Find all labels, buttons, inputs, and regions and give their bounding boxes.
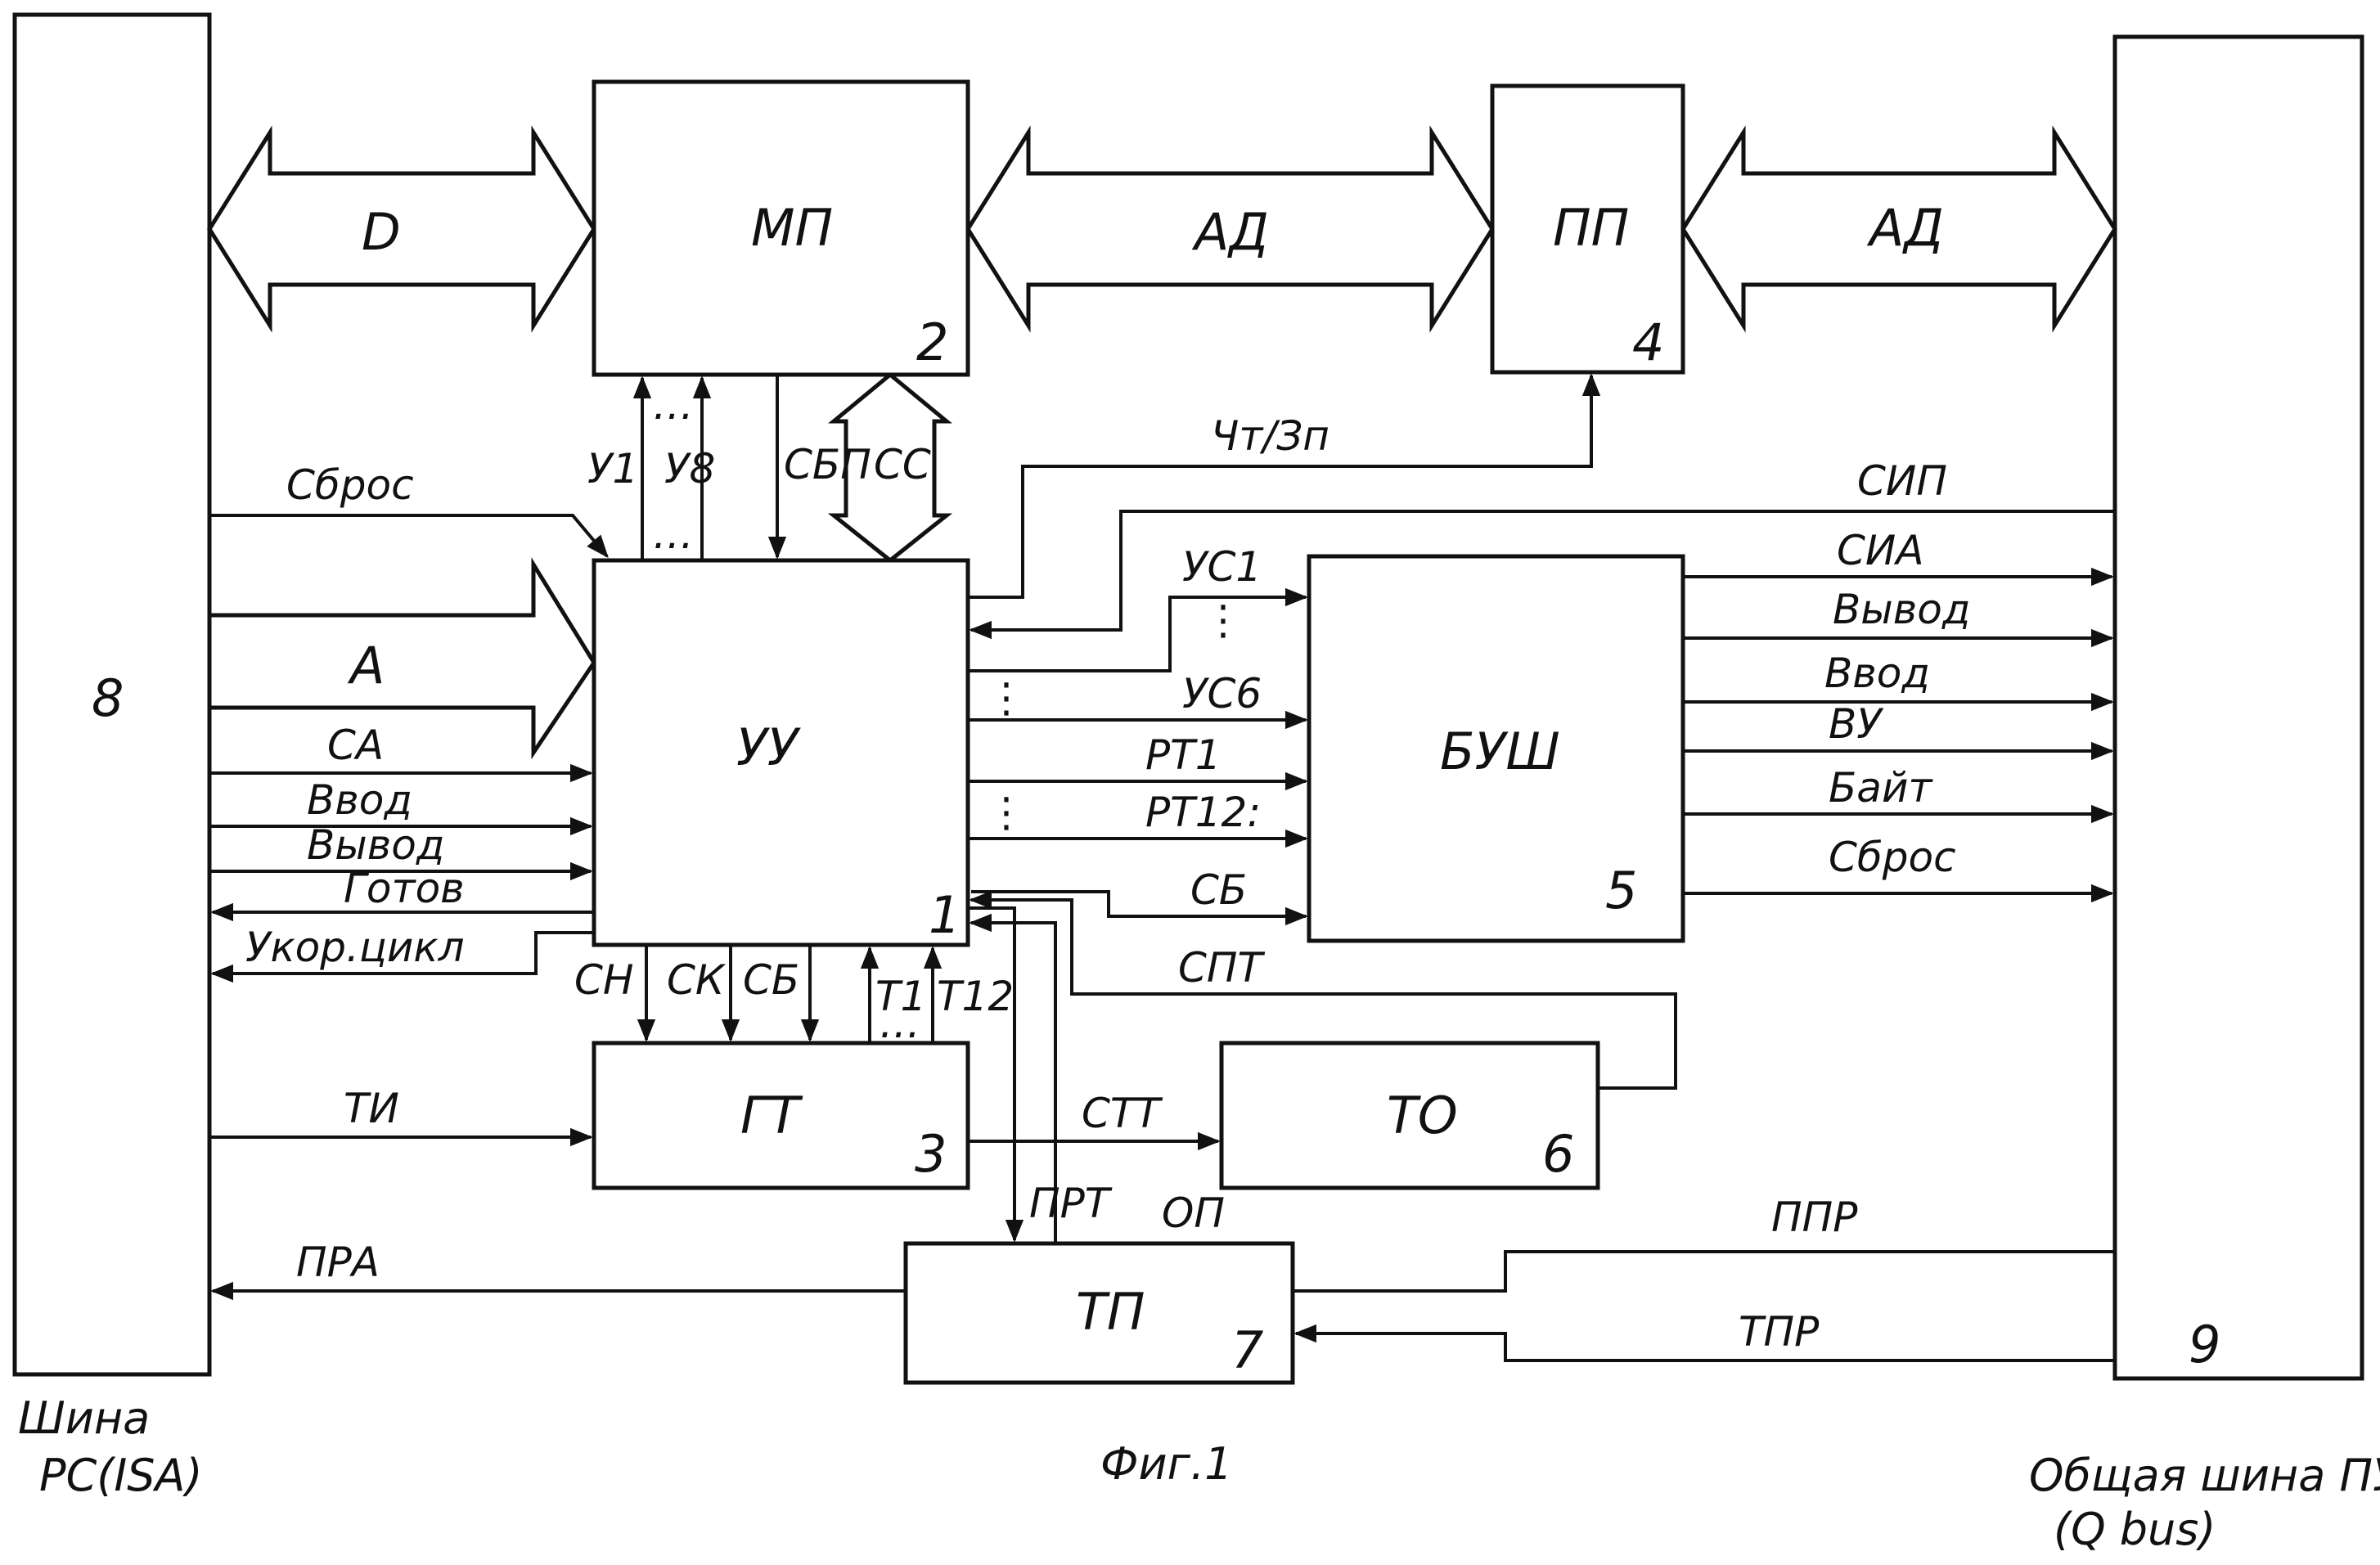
label-ti: ТИ <box>344 1085 399 1132</box>
block-pp-label: ПП <box>1553 198 1629 258</box>
qbus-bar <box>2115 37 2362 1378</box>
label-rt12: РТ12: <box>1145 789 1261 836</box>
dots-t: … <box>880 1000 920 1047</box>
label-op: ОП <box>1162 1189 1225 1237</box>
label-sia: СИА <box>1837 527 1924 574</box>
dots-uu-right-2: ⋮ <box>986 789 1027 836</box>
label-ukor: Укор.цикл <box>245 924 465 971</box>
wire-sb-bush <box>971 892 1306 916</box>
block-mp-number: 2 <box>916 313 948 372</box>
caption-isa-line2: РС(ISA) <box>39 1450 203 1501</box>
bus-a-label: A <box>347 636 385 695</box>
dots-u-bottom: … <box>653 510 694 558</box>
label-vvod-out: Ввод <box>1824 650 1930 697</box>
label-sbros-out: Сброс <box>1829 834 1956 881</box>
label-spt: СПТ <box>1178 944 1266 992</box>
block-tp-label: ТП <box>1076 1282 1145 1342</box>
isa-bus-number: 8 <box>92 668 124 728</box>
label-prt: ПРТ <box>1029 1180 1113 1227</box>
label-stt: СТТ <box>1082 1090 1163 1137</box>
label-gotov: Готов <box>344 865 465 912</box>
label-rt1: РТ1 <box>1145 731 1221 779</box>
block-tp-number: 7 <box>1231 1320 1263 1380</box>
block-bush-number: 5 <box>1605 861 1637 920</box>
label-vvod: Ввод <box>307 776 412 824</box>
label-bayt: Байт <box>1829 764 1933 812</box>
label-pra: ПРА <box>296 1239 380 1286</box>
block-to-number: 6 <box>1542 1124 1574 1184</box>
block-uu-number: 1 <box>929 885 961 945</box>
label-sn: СН <box>574 956 634 1004</box>
bus-d-arrow <box>209 133 594 326</box>
label-vyvod-out: Вывод <box>1833 586 1970 633</box>
bus-ad2-label: АД <box>1866 198 1944 258</box>
label-sbros-in: Сброс <box>286 461 414 509</box>
wire-tpr <box>1296 1333 2115 1360</box>
wire-ppr <box>1293 1252 2115 1291</box>
label-sip: СИП <box>1857 457 1947 505</box>
label-vu: ВУ <box>1829 700 1884 748</box>
label-u8: У8 <box>664 445 715 492</box>
label-sa: СА <box>327 722 384 769</box>
block-pp-number: 4 <box>1632 313 1664 372</box>
label-us1: УС1 <box>1182 543 1262 591</box>
label-sb-bush: СБ <box>1190 866 1247 914</box>
bus-ss-label: СС <box>874 441 931 488</box>
block-mp-label: МП <box>751 198 833 258</box>
label-ppr: ППР <box>1771 1194 1858 1241</box>
wire-prt <box>968 908 1015 1240</box>
bus-a-arrow <box>209 564 594 753</box>
caption-figure: Фиг.1 <box>1100 1438 1232 1490</box>
wire-us1 <box>968 597 1306 671</box>
dots-u-top: … <box>653 381 694 429</box>
label-vyvod: Вывод <box>307 821 444 869</box>
block-gt-label: ГТ <box>740 1086 803 1145</box>
label-chtzp: Чт/Зп <box>1211 412 1329 460</box>
label-t12: Т12 <box>937 973 1014 1020</box>
caption-isa-line1: Шина <box>18 1392 150 1444</box>
bus-d-label: D <box>362 202 401 262</box>
bus-ad1-label: АД <box>1191 202 1269 262</box>
block-uu-label: УУ <box>736 717 802 777</box>
block-to-label: ТО <box>1387 1086 1458 1145</box>
caption-qbus-line1: Общая шина ПУ <box>2029 1450 2380 1501</box>
label-sk: СК <box>667 956 727 1004</box>
qbus-number: 9 <box>2189 1315 2220 1374</box>
label-sb-gt: СБ <box>743 956 799 1004</box>
block-bush-label: БУШ <box>1440 722 1560 781</box>
wire-sbros-in <box>209 515 607 556</box>
block-gt-number: 3 <box>915 1124 947 1184</box>
label-tpr: ТПР <box>1739 1308 1820 1356</box>
dots-uu-right-1: ⋮ <box>986 674 1027 722</box>
label-sbp: СБП <box>784 441 871 488</box>
dots-us: ⋮ <box>1203 596 1244 644</box>
label-u1: У1 <box>587 445 638 492</box>
caption-qbus-line2: (Q bus) <box>2054 1504 2216 1555</box>
label-us6: УС6 <box>1182 670 1262 717</box>
